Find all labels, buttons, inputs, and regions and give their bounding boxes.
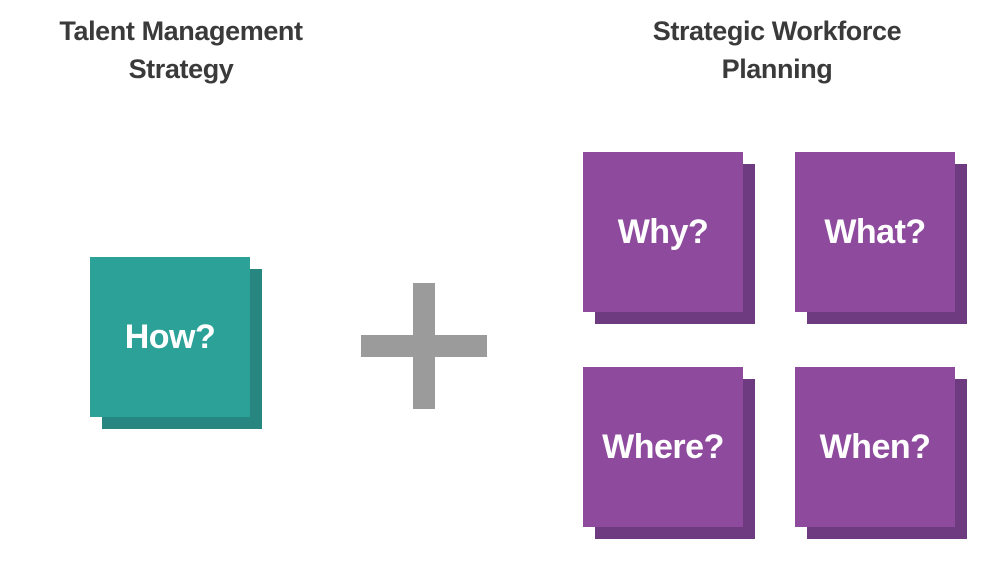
box-what[interactable]: What?: [795, 152, 967, 324]
box-where-face: Where?: [583, 367, 743, 527]
box-how-label: How?: [124, 318, 216, 356]
plus-icon-vertical-bar: [413, 283, 435, 409]
plus-icon: [361, 283, 487, 409]
box-where[interactable]: Where?: [583, 367, 755, 539]
box-when-label: When?: [819, 428, 931, 466]
box-why-face: Why?: [583, 152, 743, 312]
box-where-label: Where?: [602, 428, 724, 466]
box-why[interactable]: Why?: [583, 152, 755, 324]
left-group-title: Talent Management Strategy: [59, 16, 303, 85]
box-why-label: Why?: [617, 213, 709, 251]
box-what-label: What?: [824, 213, 926, 251]
right-group-title: Strategic Workforce Planning: [652, 16, 902, 85]
box-when[interactable]: When?: [795, 367, 967, 539]
box-how[interactable]: How?: [90, 257, 262, 429]
box-how-face: How?: [90, 257, 250, 417]
box-what-face: What?: [795, 152, 955, 312]
box-when-face: When?: [795, 367, 955, 527]
